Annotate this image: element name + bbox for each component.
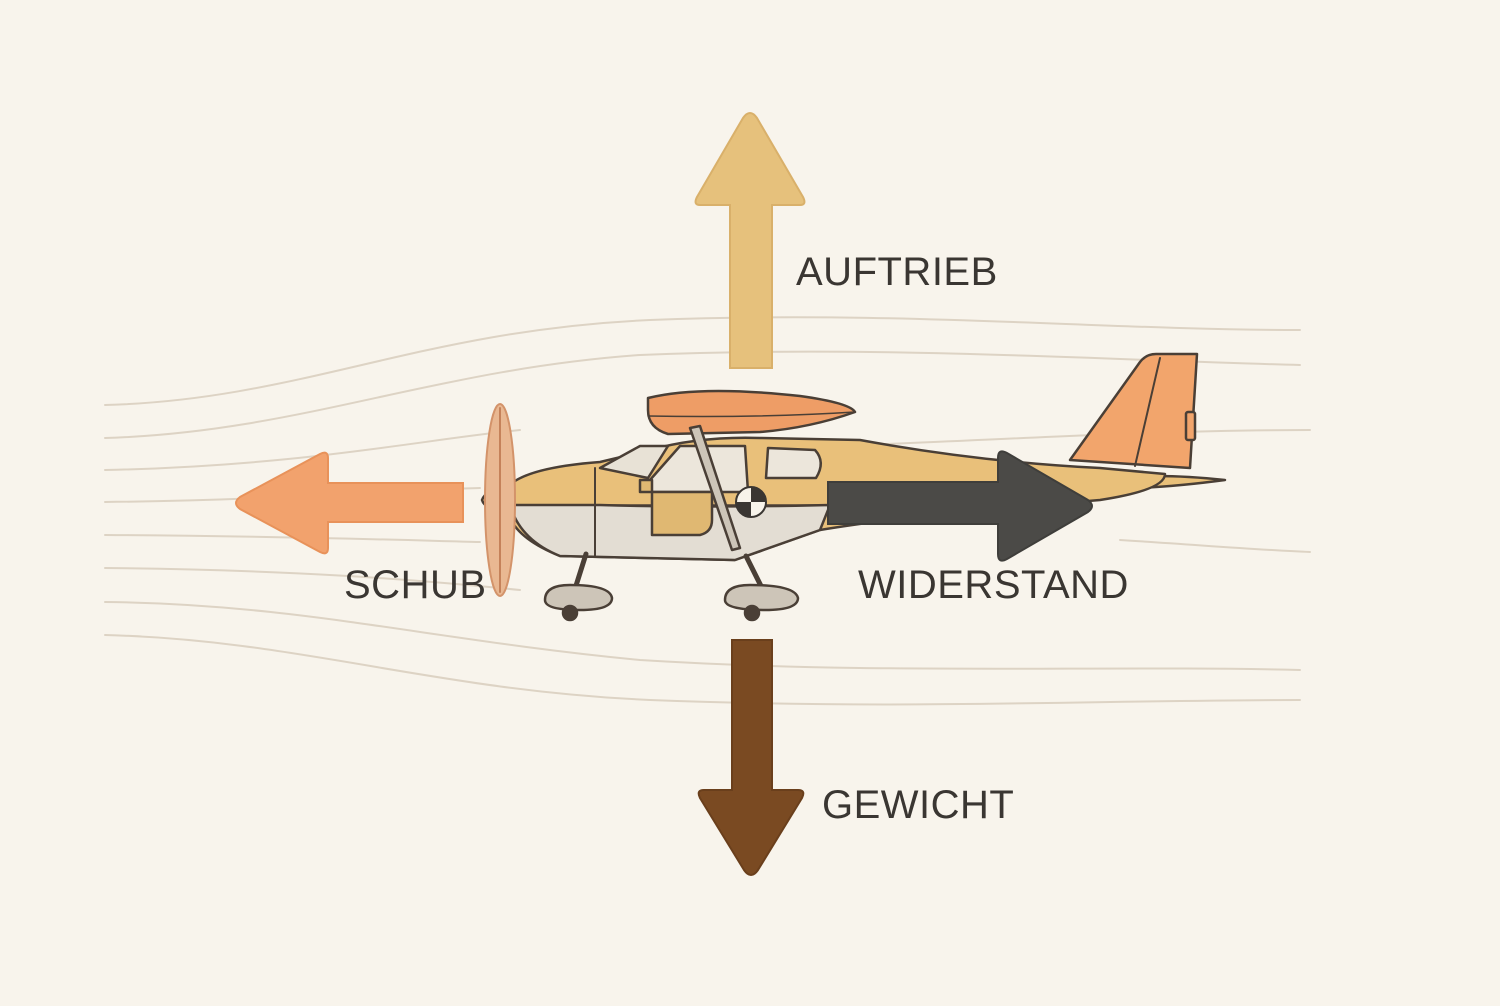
vertical-tail [1068,352,1199,470]
weight-arrow [697,639,805,876]
nose-wheel-fairing [543,583,614,612]
airflow-line [104,601,1301,671]
main-wheel-fairing [723,583,800,612]
door [638,478,714,537]
nose-wheel [561,604,579,622]
wing [646,389,857,436]
windshield [598,444,670,480]
center-of-gravity-icon [735,486,767,518]
rear-window [764,446,822,480]
main-wheel [743,604,761,622]
airflow-line [104,316,1301,406]
thrust-arrow [235,451,464,555]
airflow-line [104,350,1301,439]
drag-label: WIDERSTAND [858,563,1129,607]
lift-label: AUFTRIEB [796,250,998,294]
drag-arrow [827,450,1093,562]
airflow-line [104,429,521,471]
lift-arrow [694,112,806,369]
thrust-label: SCHUB [344,563,487,607]
airflow-line [1119,539,1311,553]
weight-label: GEWICHT [822,783,1014,827]
wing-strut [688,424,742,552]
airflow-line [104,634,1301,706]
airflow-line [104,567,521,591]
airflow-line [859,429,1311,446]
